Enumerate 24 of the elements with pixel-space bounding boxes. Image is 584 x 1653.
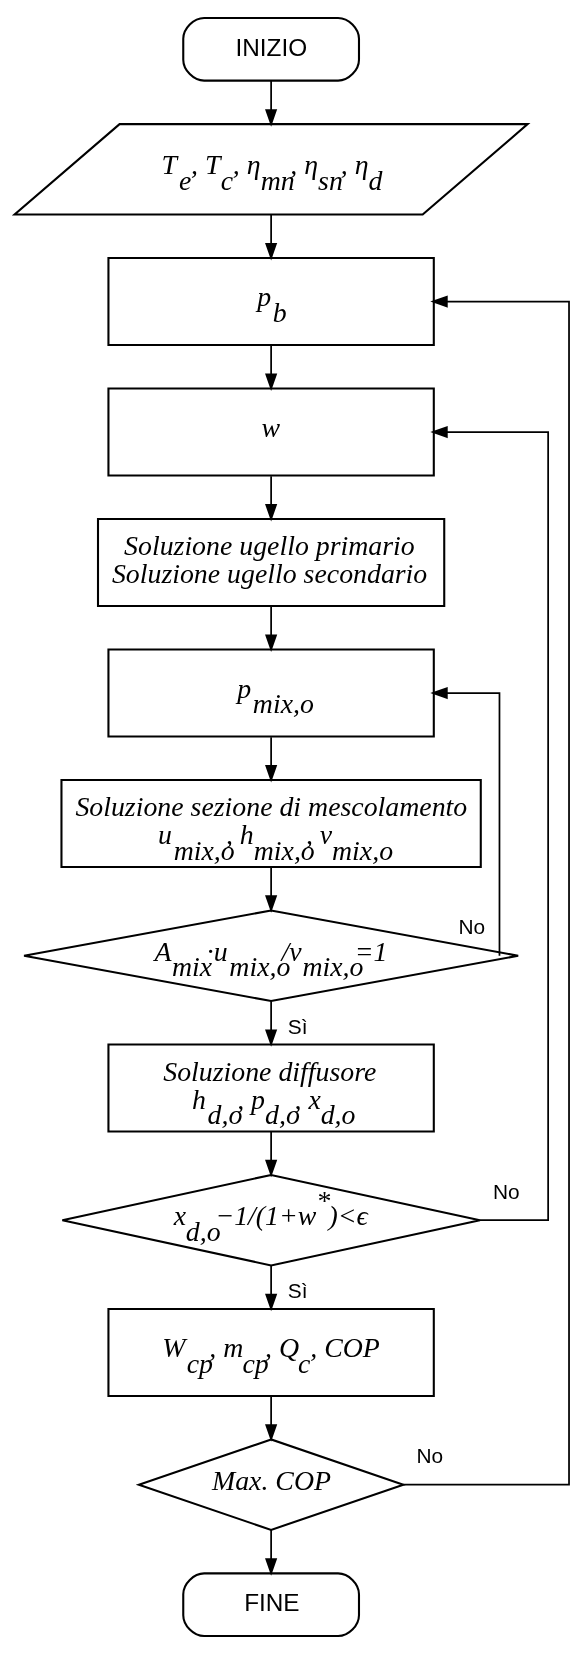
edge-label: Sì	[287, 1278, 308, 1302]
edge-label: No	[458, 914, 486, 938]
arrow	[265, 1264, 278, 1311]
arrow	[265, 735, 278, 782]
arrow	[265, 1528, 278, 1576]
edge-label: Sì	[287, 1014, 308, 1038]
arrow	[265, 605, 278, 652]
node-box: FINE	[182, 1571, 361, 1637]
arrow	[402, 294, 570, 1486]
node-box: w	[107, 387, 435, 477]
arrow	[265, 213, 278, 260]
edge-label: No	[493, 1179, 520, 1203]
arrow	[265, 1130, 278, 1177]
arrow	[265, 79, 278, 127]
arrow	[265, 1395, 278, 1442]
node-box: INIZIO	[182, 16, 361, 82]
arrow	[430, 425, 549, 1221]
arrow	[265, 344, 278, 391]
node-box: Soluzione ugello primario Soluzione ugello secondario	[96, 517, 446, 607]
arrow	[430, 686, 501, 957]
arrow	[265, 999, 278, 1047]
arrow	[265, 866, 278, 913]
arrow	[265, 474, 278, 521]
edge-label: No	[416, 1443, 444, 1467]
